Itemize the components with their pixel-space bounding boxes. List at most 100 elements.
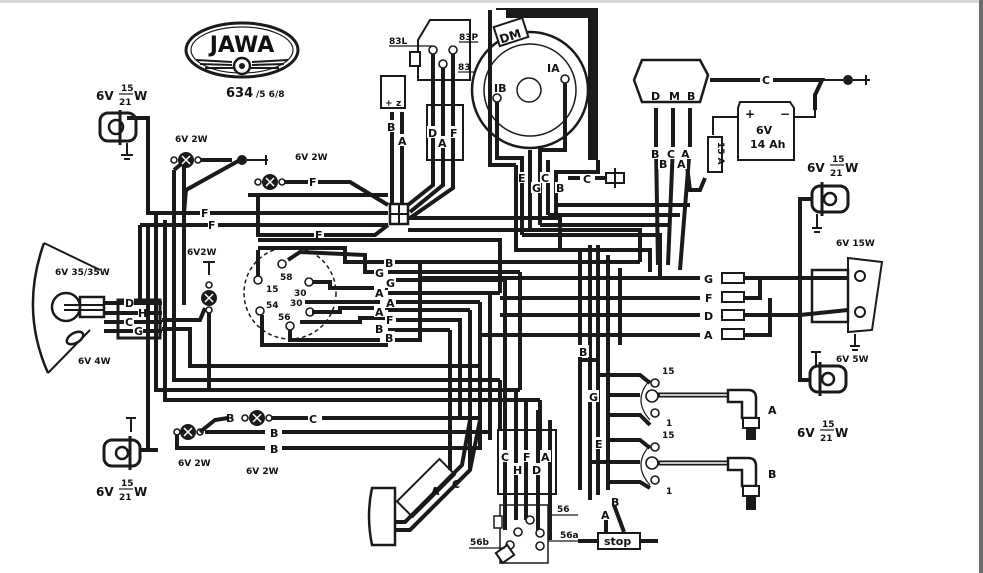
svg-text:F: F	[208, 219, 216, 232]
svg-text:G: G	[386, 277, 395, 290]
svg-text:A: A	[375, 287, 384, 300]
f-wires: F F F F	[172, 158, 410, 242]
battery-capacity: 14 Ah	[750, 138, 785, 151]
spark-plug-icon	[742, 485, 760, 497]
svg-text:6V2W: 6V2W	[187, 248, 216, 258]
rear-connector: G F D A	[420, 272, 849, 382]
ignition-switch: 58 15 30 30 54 56 B G G A	[243, 246, 640, 420]
svg-text:C: C	[501, 451, 509, 464]
svg-text:C: C	[309, 413, 317, 426]
coil-label: B	[768, 468, 776, 481]
window-top-edge	[0, 0, 983, 3]
svg-text:15: 15	[662, 431, 675, 441]
lower-indicator-lamps: B C B B 6V 2W 6V 2W	[134, 410, 490, 477]
svg-text:G: G	[704, 273, 713, 286]
svg-text:54: 54	[266, 301, 279, 311]
svg-text:M: M	[669, 90, 680, 103]
svg-text:W: W	[134, 485, 147, 499]
svg-text:B: B	[270, 443, 278, 456]
svg-text:6V 2W: 6V 2W	[175, 135, 208, 145]
ignition-coil-b: 15 1 B	[590, 431, 776, 510]
ground-icon	[850, 334, 860, 351]
model-number: 634	[226, 86, 253, 101]
svg-text:B: B	[579, 346, 587, 359]
logo-brand: JAWA	[208, 33, 275, 58]
stop-switch: stop	[578, 504, 658, 550]
svg-text:21: 21	[820, 434, 833, 444]
front-right-indicator: 6V 15 21 W	[798, 155, 858, 330]
svg-text:E: E	[518, 172, 526, 185]
svg-text:6V 2W: 6V 2W	[246, 467, 279, 477]
stop-label: stop	[604, 535, 631, 548]
dynamo-label: DM	[498, 26, 523, 46]
svg-text:C: C	[667, 148, 675, 161]
svg-text:15: 15	[822, 420, 835, 430]
svg-text:30: 30	[290, 299, 303, 309]
svg-text:B: B	[556, 182, 564, 195]
indicator-lamp-icon	[98, 110, 138, 145]
svg-text:6V 15W: 6V 15W	[836, 239, 875, 249]
window-right-edge	[979, 0, 983, 573]
svg-text:B: B	[387, 121, 395, 134]
svg-text:C: C	[125, 316, 133, 329]
svg-text:30: 30	[294, 289, 307, 299]
svg-text:F: F	[309, 176, 317, 189]
svg-text:D: D	[704, 310, 713, 323]
svg-text:G: G	[589, 391, 598, 404]
svg-text:W: W	[845, 161, 858, 175]
coil-harness-labels: B G E B A	[578, 345, 621, 522]
svg-text:A: A	[375, 306, 384, 319]
svg-text:6V 2W: 6V 2W	[295, 153, 328, 163]
svg-text:G: G	[375, 267, 384, 280]
svg-text:56b: 56b	[470, 538, 490, 548]
svg-text:6V 5W: 6V 5W	[836, 355, 869, 365]
svg-text:F: F	[201, 207, 209, 220]
svg-text:A: A	[431, 485, 440, 498]
parking-rating: 6V 4W	[78, 357, 111, 367]
svg-text:A: A	[541, 451, 550, 464]
svg-text:83L: 83L	[389, 37, 408, 47]
svg-text:H: H	[513, 464, 522, 477]
svg-text:56: 56	[278, 313, 291, 323]
svg-text:G: G	[134, 325, 143, 338]
svg-text:F: F	[315, 229, 323, 242]
speedo-lamp-1: 6V 2W	[170, 135, 268, 168]
jawa-logo: JAWA	[184, 21, 300, 79]
svg-text:1: 1	[666, 419, 672, 429]
svg-text:F: F	[450, 127, 458, 140]
svg-text:A: A	[601, 509, 610, 522]
ground-connector-icon	[843, 75, 853, 85]
rear-left-indicator: 6V 15 21 W	[96, 417, 147, 503]
svg-text:B: B	[611, 496, 619, 509]
svg-text:IB: IB	[494, 82, 506, 95]
parking-bulb-icon	[65, 330, 85, 346]
spark-plug-icon	[742, 417, 760, 429]
svg-text:C: C	[452, 478, 460, 491]
coil-label: A	[768, 404, 777, 417]
svg-text:15: 15	[121, 84, 134, 94]
fuse: 15 A	[707, 136, 725, 173]
ground-icon	[812, 214, 822, 233]
rear-right-indicator: 6V 15 21 W	[797, 351, 848, 444]
svg-text:1: 1	[666, 487, 672, 497]
ground-icon	[247, 155, 268, 165]
ground-connector-icon	[237, 155, 247, 165]
model-suffix: /5 6/8	[256, 90, 285, 100]
svg-text:6V 2W: 6V 2W	[178, 459, 211, 469]
svg-text:D: D	[125, 297, 134, 310]
spark-plug-cap-icon	[726, 388, 758, 420]
svg-text:B: B	[687, 90, 695, 103]
bulb-icon	[50, 291, 106, 323]
battery: + − 6V 14 Ah	[712, 101, 816, 161]
svg-text:A: A	[681, 148, 690, 161]
headlamp-rating: 6V 35/35W	[55, 268, 110, 278]
svg-text:B: B	[375, 323, 383, 336]
speedometer: A C	[367, 419, 482, 547]
svg-text:B: B	[385, 257, 393, 270]
svg-text:21: 21	[830, 169, 843, 179]
indicator-lamp-icon	[810, 182, 850, 216]
svg-text:21: 21	[119, 98, 132, 108]
tail-lamp: 6V 15W 6V 5W	[810, 239, 884, 365]
speedo-lamp-2: 6V 2W	[254, 153, 328, 190]
svg-text:D: D	[428, 127, 437, 140]
